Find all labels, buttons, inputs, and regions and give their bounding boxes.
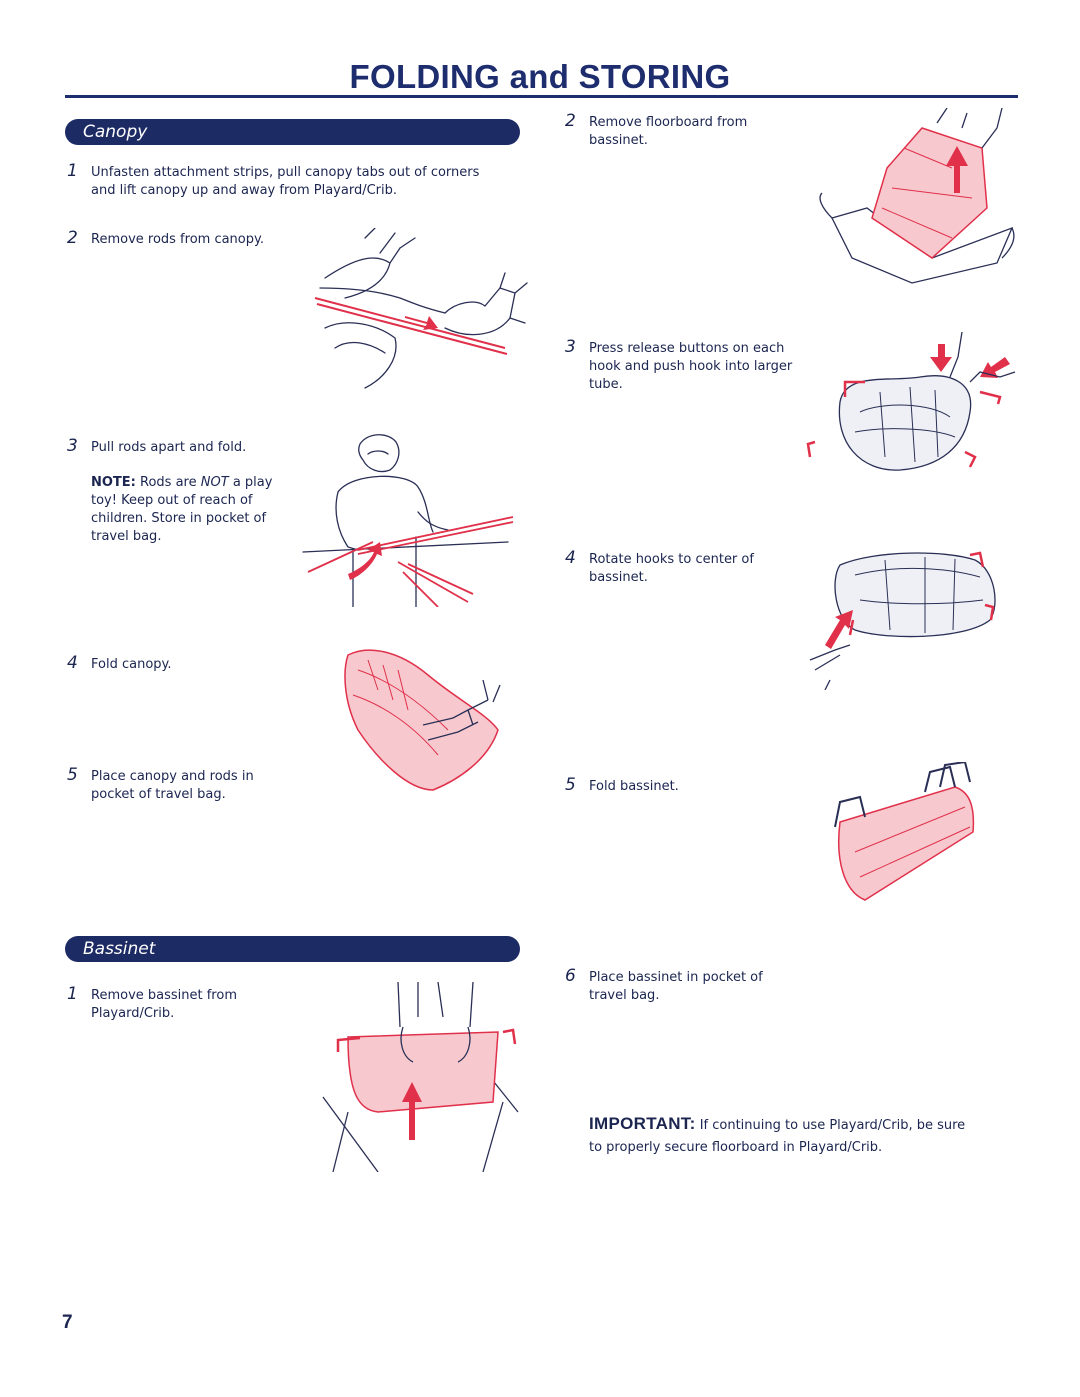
step-text: Place bassinet in pocket of travel bag. [589,970,763,1003]
step-text: Press release buttons on each hook and p… [589,341,793,392]
remove-floorboard-illustration [819,108,1015,284]
note-label: NOTE: [91,475,136,490]
canopy-heading: Canopy [83,122,148,142]
step-number: 6 [565,966,576,986]
step-text: Remove floorboard from bassinet. [589,115,748,148]
bassinet-step-5: 5 Fold bassinet. [565,776,769,796]
canopy-note: NOTE: Rods are NOT a play toy! Keep out … [91,474,296,546]
canopy-step-1: 1 Unfasten attachment strips, pull canop… [67,162,491,200]
step-number: 5 [67,765,78,785]
step-text: Place canopy and rods in pocket of trave… [91,769,254,802]
step-number: 3 [67,436,78,456]
bassinet-step-4: 4 Rotate hooks to center of bassinet. [565,549,784,587]
important-text: If continuing to use Playard/Crib, be su… [589,1118,966,1155]
step-text: Fold bassinet. [589,779,679,794]
bassinet-section-header: Bassinet [65,936,520,962]
step-text: Remove rods from canopy. [91,232,264,247]
note-pre: Rods are [140,475,197,490]
step-number: 1 [67,161,78,181]
step-number: 1 [67,984,78,1004]
title-rule [65,95,1018,98]
bassinet-step-1: 1 Remove bassinet from Playard/Crib. [67,985,271,1023]
bassinet-heading: Bassinet [83,939,156,959]
step-number: 2 [565,111,576,131]
step-text: Fold canopy. [91,657,172,672]
step-number: 2 [67,228,78,248]
step-text: Remove bassinet from Playard/Crib. [91,988,237,1021]
step-text: Rotate hooks to center of bassinet. [589,552,754,585]
important-note: IMPORTANT: If continuing to use Playard/… [589,1113,979,1159]
canopy-step-2: 2 Remove rods from canopy. [67,229,311,249]
fold-canopy-illustration [344,649,501,791]
bassinet-step-6: 6 Place bassinet in pocket of travel bag… [565,967,789,1005]
step-number: 3 [565,337,576,357]
step-number: 4 [565,548,576,568]
fold-bassinet-illustration [834,762,975,901]
page-title: FOLDING and STORING [349,58,731,95]
note-post: a play toy! Keep out of reach of childre… [91,475,273,544]
step-text: Unfasten attachment strips, pull canopy … [91,165,480,198]
rotate-hooks-illustration [809,551,996,690]
canopy-section-header: Canopy [65,119,520,145]
note-emphasis: NOT [200,475,229,490]
canopy-step-4: 4 Fold canopy. [67,654,291,674]
important-label: IMPORTANT: [589,1114,696,1133]
step-text: Pull rods apart and fold. [91,440,247,455]
press-release-buttons-illustration [806,332,1016,471]
bassinet-step-3: 3 Press release buttons on each hook and… [565,338,799,394]
pull-rods-apart-illustration [302,434,514,607]
step-number: 5 [565,775,576,795]
page-number: 7 [62,1312,73,1333]
bassinet-step-2: 2 Remove floorboard from bassinet. [565,112,779,150]
canopy-step-5: 5 Place canopy and rods in pocket of tra… [67,766,266,804]
canopy-step-3: 3 Pull rods apart and fold. [67,437,301,457]
remove-bassinet-illustration [322,982,519,1172]
step-number: 4 [67,653,78,673]
remove-rods-illustration [314,228,528,389]
